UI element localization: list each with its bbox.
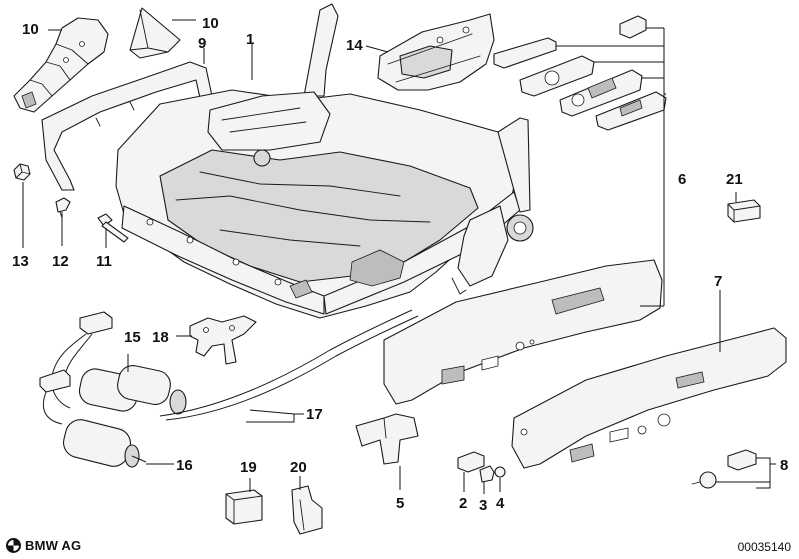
callout-1: 1 xyxy=(246,31,254,48)
leader-lines xyxy=(22,19,776,494)
part-13-nut xyxy=(13,163,31,181)
document-number: 00035140 xyxy=(737,540,791,554)
part-9-trim-strip xyxy=(41,61,213,191)
part-21-button-cap xyxy=(727,199,761,223)
callout-10-right: 10 xyxy=(202,15,219,32)
part-17-cables xyxy=(159,309,419,421)
part-18-bracket xyxy=(189,315,257,365)
callout-2: 2 xyxy=(459,495,467,512)
bmw-roundel-icon xyxy=(6,538,21,553)
part-2-switch xyxy=(457,451,485,473)
bmw-logo: BMW AG xyxy=(6,538,81,553)
part-12-clip xyxy=(55,197,71,219)
callout-20: 20 xyxy=(290,459,307,476)
callout-16: 16 xyxy=(176,457,193,474)
callouts: 10 10 9 1 14 6 21 13 12 11 7 15 18 17 16… xyxy=(12,15,788,514)
callout-14: 14 xyxy=(346,37,363,54)
callout-11: 11 xyxy=(96,253,112,270)
callout-9: 9 xyxy=(198,35,206,52)
callout-10-left: 10 xyxy=(22,21,39,38)
part-6-switch-covers xyxy=(493,15,667,131)
callout-19: 19 xyxy=(240,459,257,476)
part-1-seat-frame xyxy=(115,3,534,319)
callout-18: 18 xyxy=(152,329,169,346)
callout-15: 15 xyxy=(124,329,141,346)
callout-21: 21 xyxy=(726,171,743,188)
callout-7: 7 xyxy=(714,273,722,290)
callout-13: 13 xyxy=(12,253,29,270)
part-20-clip xyxy=(291,485,323,535)
part-16-motor xyxy=(63,419,147,468)
callout-17: 17 xyxy=(306,406,323,423)
part-10-cap xyxy=(129,7,181,59)
part-11-bolt xyxy=(97,213,129,243)
part-14-mechanism xyxy=(377,13,495,91)
part-3-knob xyxy=(479,465,495,483)
part-8-side-panel xyxy=(511,327,787,489)
part-19-clip xyxy=(225,489,263,525)
callout-5: 5 xyxy=(396,495,404,512)
part-10-cover-left xyxy=(13,17,109,113)
part-5-guide-bracket xyxy=(355,413,419,465)
brand-label: BMW AG xyxy=(25,538,82,553)
part-15-motors xyxy=(39,311,187,425)
part-7-side-panel xyxy=(383,259,663,405)
callout-3: 3 xyxy=(479,497,487,514)
callout-8: 8 xyxy=(780,457,788,474)
callout-12: 12 xyxy=(52,253,69,270)
part-4-knob xyxy=(494,466,506,478)
callout-6: 6 xyxy=(678,171,686,188)
callout-4: 4 xyxy=(496,495,505,512)
